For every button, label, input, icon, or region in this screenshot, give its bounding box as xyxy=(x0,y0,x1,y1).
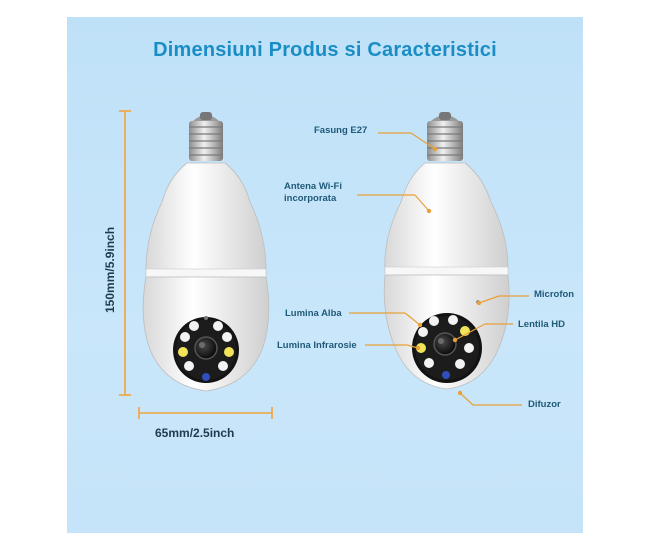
page-title: Dimensiuni Produs si Caracteristici xyxy=(153,39,497,61)
width-dimension-line xyxy=(138,407,273,419)
product-illustration xyxy=(119,110,529,419)
width-dimension-label: 65mm/2.5inch xyxy=(155,426,235,440)
speaker-right xyxy=(442,371,450,379)
hd-lens-right xyxy=(433,332,457,356)
callout-microphone: Microfon xyxy=(534,289,575,300)
callout-speaker: Difuzor xyxy=(528,399,561,410)
led-ring-right xyxy=(416,300,480,369)
product-panel: Dimensiuni Produs si Caracteristici xyxy=(67,17,583,533)
callout-antenna: Antena Wi-Fi incorporata xyxy=(284,181,342,205)
callout-infrared: Lumina Infrarosie xyxy=(277,340,357,351)
e27-socket-left xyxy=(189,112,223,161)
camera-front-view xyxy=(142,112,270,392)
callout-socket: Fasung E27 xyxy=(314,125,368,136)
height-dimension-label: 150mm/5.9inch xyxy=(103,226,117,313)
callout-antenna-line1: Antena Wi-Fi xyxy=(284,181,342,192)
led-ring-left xyxy=(178,316,234,371)
callout-white-light: Lumina Alba xyxy=(285,308,342,319)
callout-hd-lens: Lentila HD xyxy=(518,319,565,330)
speaker-left xyxy=(202,373,210,381)
hd-lens-left xyxy=(194,336,218,360)
camera-angled-view xyxy=(383,112,510,390)
e27-socket-right xyxy=(427,112,463,161)
height-dimension-line xyxy=(119,110,131,396)
callout-leaders xyxy=(349,132,529,406)
callout-antenna-line2: incorporata xyxy=(284,193,337,204)
